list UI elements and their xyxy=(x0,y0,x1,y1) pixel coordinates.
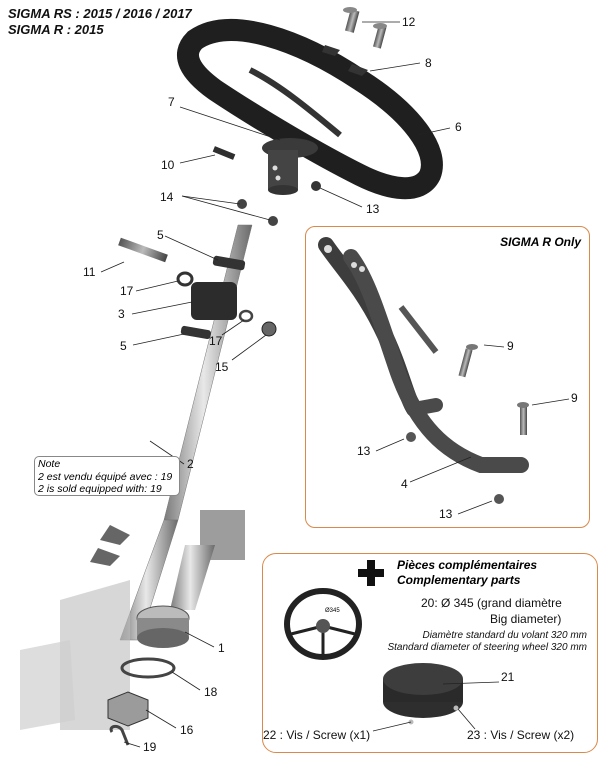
callout-13a: 13 xyxy=(357,444,371,458)
callout-14: 14 xyxy=(160,190,174,204)
callout-19: 19 xyxy=(143,740,157,754)
note-title: Note xyxy=(38,458,61,470)
callout-8: 8 xyxy=(425,56,432,70)
sigma-r-only-panel: SIGMA R Only 9 9 13 4 13 xyxy=(305,226,590,528)
complementary-title: Pièces complémentaires Complementary par… xyxy=(397,558,537,588)
callout-5a: 5 xyxy=(157,228,164,242)
callout-9b: 9 xyxy=(571,391,578,405)
wheel-diameter-label: Ø345 xyxy=(325,608,340,614)
callout-13: 13 xyxy=(366,202,380,216)
item-21: 21 xyxy=(501,670,515,684)
nuts-8 xyxy=(322,45,368,76)
standard-diameter-fr: Diamètre standard du volant 320 mm xyxy=(422,630,587,641)
steering-bracket-4 xyxy=(318,237,529,473)
callout-16: 16 xyxy=(180,723,194,737)
callout-3: 3 xyxy=(118,307,125,321)
complementary-drawing: Ø345 xyxy=(284,588,500,732)
bolts-9 xyxy=(458,344,529,435)
note-fr: 2 est vendu équipé avec : 19 xyxy=(38,470,173,483)
header-line-2: SIGMA R : 2015 xyxy=(8,22,104,37)
clip-19 xyxy=(109,724,130,746)
callout-2: 2 xyxy=(187,457,194,471)
note-box: Note 2 est vendu équipé avec : 19 2 is s… xyxy=(34,456,180,496)
steering-wheel xyxy=(177,19,443,200)
plus-icon xyxy=(358,560,384,586)
hub xyxy=(262,138,318,195)
complementary-parts-panel: Pièces complémentaires Complementary par… xyxy=(262,553,598,753)
washer-17a xyxy=(176,271,194,287)
callout-13b: 13 xyxy=(439,507,453,521)
item-23: 23 : Vis / Screw (x2) xyxy=(467,728,575,742)
sigma-r-bracket-drawing xyxy=(318,237,570,515)
callout-5b: 5 xyxy=(120,339,127,353)
bearing-1 xyxy=(136,605,190,648)
callout-10: 10 xyxy=(161,158,175,172)
bolt-10 xyxy=(212,146,236,160)
callout-17a: 17 xyxy=(120,284,134,298)
header-line-1: SIGMA RS : 2015 / 2016 / 2017 xyxy=(8,6,192,21)
steering-wheel-345-icon: Ø345 xyxy=(284,588,362,660)
nut-13a xyxy=(406,432,416,442)
nut-13 xyxy=(311,181,321,191)
washer-17b xyxy=(238,309,254,323)
nut-13b xyxy=(494,494,504,504)
callout-6: 6 xyxy=(455,120,462,134)
nut-15 xyxy=(261,321,277,337)
ring-18 xyxy=(120,657,176,679)
callout-11: 11 xyxy=(83,265,96,279)
steering-column xyxy=(90,224,253,641)
nut-16 xyxy=(107,691,149,727)
sigma-r-leaders xyxy=(375,344,570,515)
bolt-11 xyxy=(118,237,168,263)
callout-18: 18 xyxy=(204,685,218,699)
callout-17b: 17 xyxy=(209,334,223,348)
callout-12: 12 xyxy=(402,15,416,29)
callout-15: 15 xyxy=(215,360,229,374)
sigma-r-only-title: SIGMA R Only xyxy=(500,235,581,249)
standard-diameter-en: Standard diameter of steering wheel 320 … xyxy=(387,642,587,653)
callout-9a: 9 xyxy=(507,339,514,353)
callout-7: 7 xyxy=(168,95,175,109)
complementary-title-en: Complementary parts xyxy=(397,573,521,587)
complementary-leaders xyxy=(372,681,500,732)
spacer-disc-21 xyxy=(383,663,463,725)
nuts-14 xyxy=(237,199,278,226)
lower-column-view xyxy=(20,510,245,730)
complementary-title-fr: Pièces complémentaires xyxy=(397,558,538,572)
callout-4: 4 xyxy=(401,477,408,491)
item-20-line1: 20: Ø 345 (grand diamètre xyxy=(421,596,562,610)
callout-1: 1 xyxy=(218,641,225,655)
bolts-12 xyxy=(343,7,387,49)
item-20-line2: Big diameter) xyxy=(490,612,562,626)
item-22: 22 : Vis / Screw (x1) xyxy=(263,728,371,742)
note-en: 2 is sold equipped with: 19 xyxy=(38,483,162,495)
